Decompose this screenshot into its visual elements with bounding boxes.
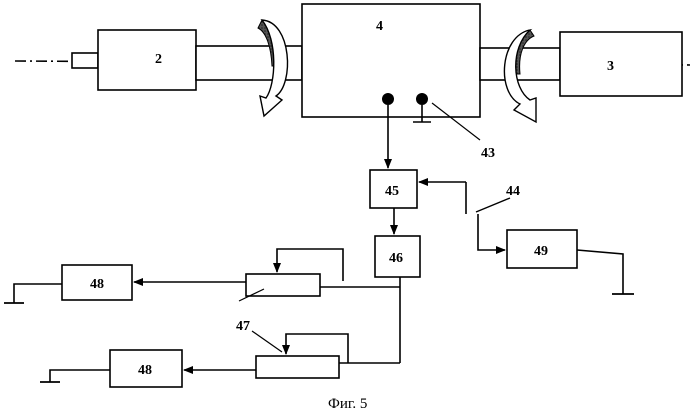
block-2-label: 2 [155,52,162,67]
block-2 [98,30,196,90]
wire-49-to-ground [577,250,623,294]
block-2-stub [72,53,98,68]
block-48-top-label: 48 [90,277,104,292]
block-4-label: 4 [376,19,383,34]
switch-44-blade [476,198,510,212]
potentiometer-lower [256,356,339,378]
wire-48-bottom-ground [50,370,110,382]
wire-switch-to-49 [478,214,505,250]
wire-48-top-ground [14,284,62,303]
terminal-right [416,93,428,105]
block-49-label: 49 [534,244,548,259]
label-44: 44 [506,184,520,199]
block-45-label: 45 [385,184,399,199]
figure-caption: Фиг. 5 [328,396,367,412]
terminal-left [382,93,394,105]
block-3-label: 3 [607,59,614,74]
leader-47-lower [252,331,282,352]
block-46-label: 46 [389,251,403,266]
block-3 [560,32,682,96]
label-47: 47 [236,319,250,334]
label-43: 43 [481,146,495,161]
block-48-bottom-label: 48 [138,363,152,378]
